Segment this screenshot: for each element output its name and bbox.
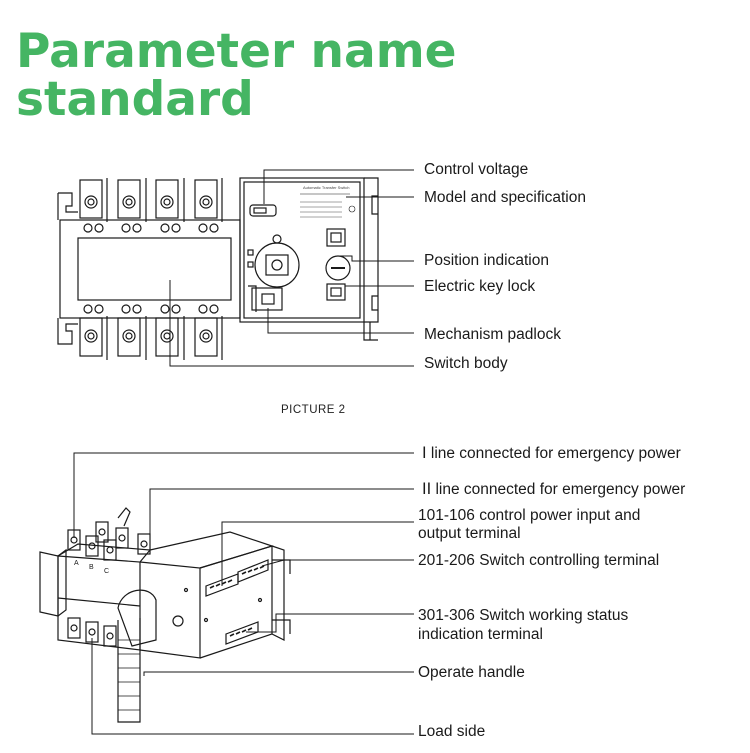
label-control-voltage: Control voltage: [424, 161, 529, 178]
pole-letter-a: A: [74, 560, 79, 567]
title-line-2: standard: [16, 72, 254, 127]
terminal-block-101-106: [205, 573, 239, 597]
label-switch-controlling-terminal: 201-206 Switch controlling terminal: [418, 552, 660, 569]
screw-row-bottom: [83, 304, 219, 314]
label-load-side: Load side: [418, 723, 486, 740]
leader-lines-2: [73, 452, 414, 735]
label-operate-handle: Operate handle: [418, 664, 525, 681]
iso-top-terminals: [67, 507, 151, 561]
label-mechanism-padlock: Mechanism padlock: [424, 326, 561, 343]
title-line-1: Parameter name: [16, 24, 457, 79]
label-status-terminal-line1: 301-306 Switch working status: [418, 607, 629, 624]
top-terminals: [79, 178, 223, 222]
label-model-specification: Model and specification: [424, 189, 586, 206]
label-switch-body: Switch body: [424, 355, 508, 372]
label-position-indication: Position indication: [424, 252, 549, 269]
screw-row-top: [83, 223, 219, 233]
label-status-terminal-line2: indication terminal: [418, 626, 543, 643]
label-line-2-emergency: ⅠⅠ line connected for emergency power: [422, 481, 686, 498]
terminal-block-201-206: [237, 559, 269, 583]
label-control-terminal-line2: output terminal: [418, 525, 521, 542]
pole-letter-c: C: [104, 568, 110, 575]
picture-caption: PICTURE 2: [281, 404, 346, 416]
label-electric-key-lock: Electric key lock: [424, 278, 536, 295]
label-line-1-emergency: Ⅰ line connected for emergency power: [422, 445, 681, 462]
panel-nameplate-text: Automatic Transfer Switch: [303, 185, 350, 190]
pole-letter-b: B: [89, 564, 94, 571]
leader-lines-1: [169, 169, 414, 367]
label-control-terminal-line1: 101-106 control power input and: [418, 507, 641, 524]
page-title: Parameter name standard: [16, 28, 457, 124]
